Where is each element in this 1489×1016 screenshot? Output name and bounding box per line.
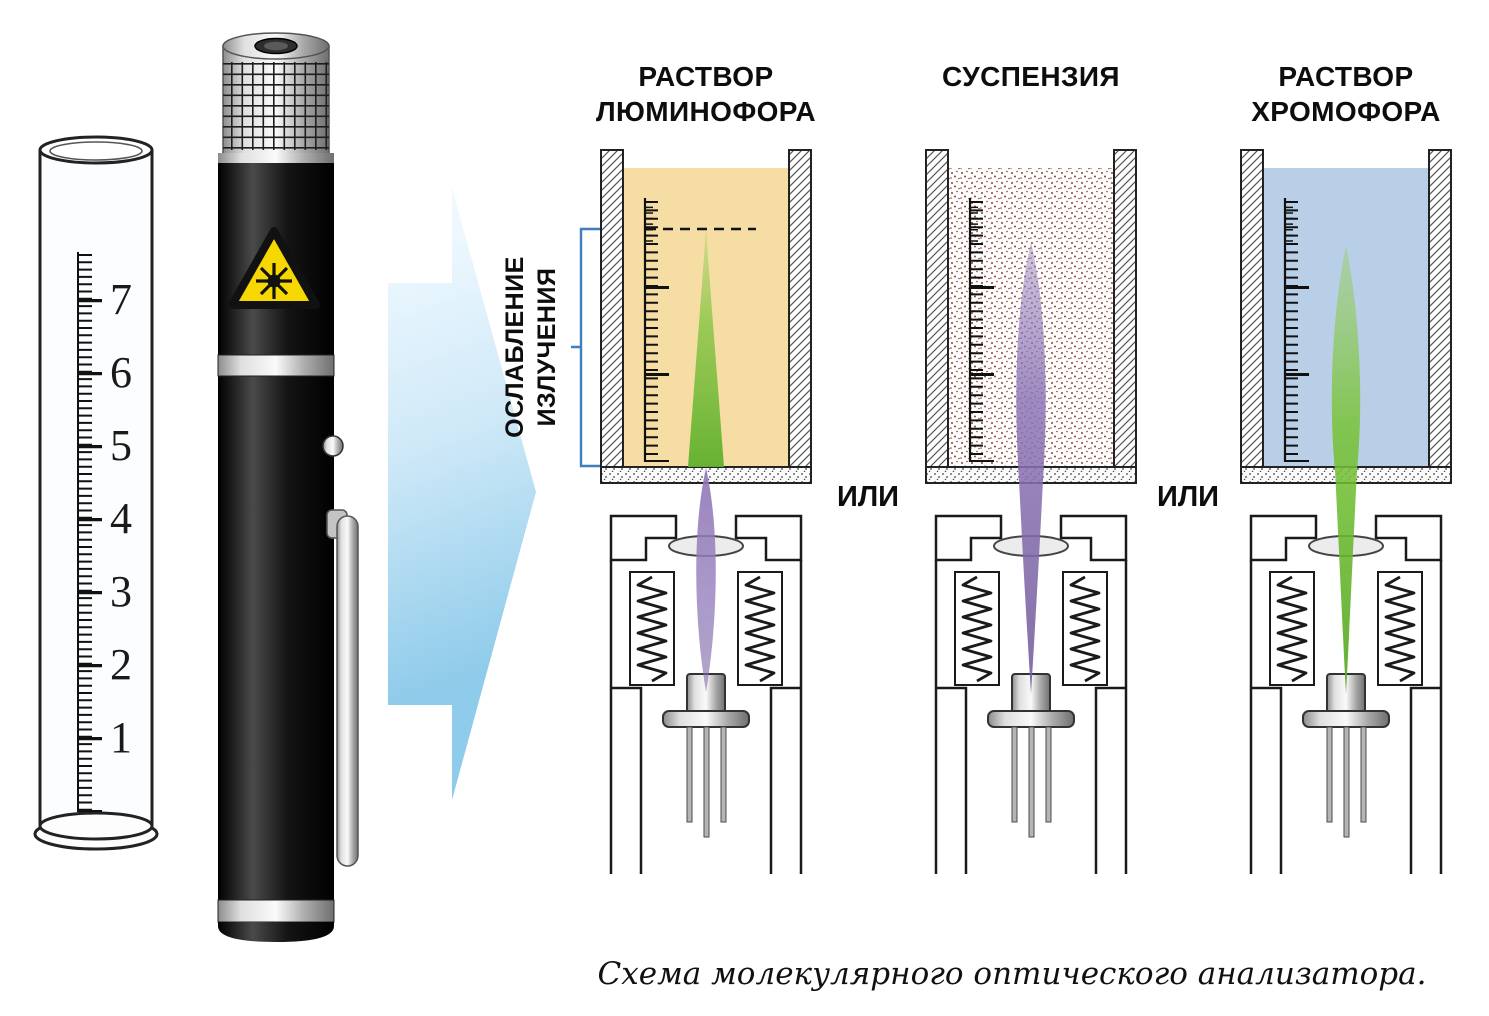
laser-tail-cap <box>218 922 334 942</box>
laser-clip <box>336 515 359 867</box>
beam-green-up <box>688 229 724 467</box>
beam-violet <box>696 468 716 692</box>
laser-tail-band <box>217 899 335 923</box>
or-label: ИЛИ <box>837 481 899 513</box>
vessel-title: СУСПЕНЗИЯ <box>942 61 1120 92</box>
vessel-title: ЛЮМИНОФОРА <box>596 96 816 127</box>
beam-green <box>1331 246 1361 694</box>
vessel-luminophore: РАСТВОР ЛЮМИНОФОРА <box>596 61 816 876</box>
laser-pointer <box>217 32 359 942</box>
cylinder-scale-number: 2 <box>110 640 132 689</box>
vessel-title: РАСТВОР <box>638 61 773 92</box>
laser-cap-ring <box>218 153 334 163</box>
laser-cap-knurling <box>223 62 329 150</box>
or-label: ИЛИ <box>1157 481 1219 513</box>
figure-caption: Схема молекулярного оптического анализат… <box>598 956 1427 992</box>
cylinder-bottom <box>38 811 154 841</box>
cylinder-scale-number: 4 <box>110 494 132 543</box>
laser-aperture-inner <box>264 41 288 51</box>
measuring-cylinder: 7 6 5 4 3 2 1 <box>33 135 159 851</box>
vessel-title: РАСТВОР <box>1278 61 1413 92</box>
laser-mid-band <box>217 354 335 377</box>
attenuation-label-line2: ИЗЛУЧЕНИЯ <box>533 268 561 427</box>
cylinder-scale-number: 3 <box>110 567 132 616</box>
flow-arrow <box>388 188 536 800</box>
cylinder-rim-inner <box>49 141 143 161</box>
vessel-chromophore: РАСТВОР ХРОМОФОРА <box>1240 61 1452 876</box>
cylinder-scale-number: 6 <box>110 348 132 397</box>
cylinder-scale <box>77 252 102 812</box>
laser-warning-icon <box>228 227 320 309</box>
vessel-title: ХРОМОФОРА <box>1251 96 1441 127</box>
cylinder-rim <box>38 135 154 165</box>
vessel-suspension: СУСПЕНЗИЯ <box>925 61 1137 876</box>
laser-button <box>322 435 344 457</box>
cylinder-body <box>40 150 152 826</box>
attenuation-bracket <box>571 227 601 468</box>
cylinder-scale-number: 7 <box>110 275 132 324</box>
cylinder-scale-number: 1 <box>110 713 132 762</box>
cylinder-scale-number: 5 <box>110 421 132 470</box>
beam-violet-scattered <box>1016 242 1046 694</box>
attenuation-label-line1: ОСЛАБЛЕНИЕ <box>501 256 529 438</box>
